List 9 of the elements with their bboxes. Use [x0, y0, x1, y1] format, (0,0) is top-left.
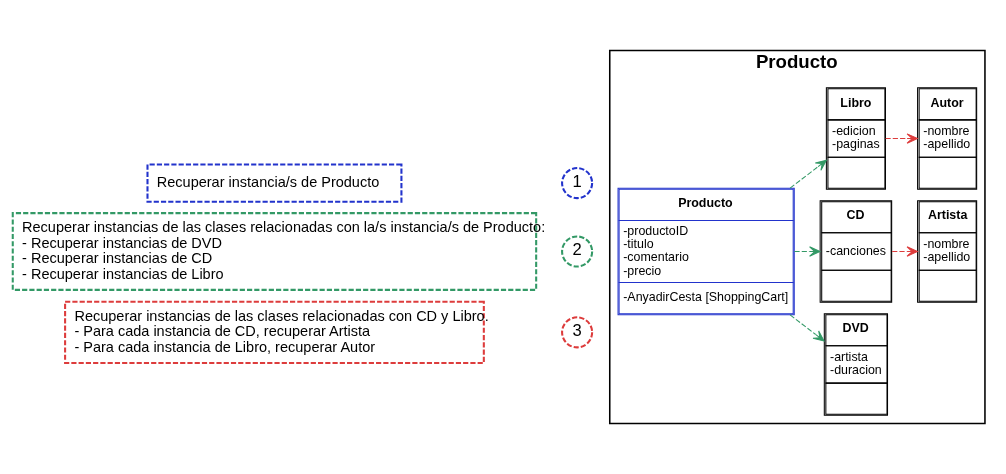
arrow: [793, 246, 821, 257]
arrow: [789, 159, 827, 189]
node-circle: 2: [561, 235, 594, 268]
node-circle: 1: [561, 167, 594, 200]
node-circle: 3: [561, 316, 594, 349]
arrow: [885, 133, 918, 144]
arrow: [891, 246, 918, 257]
node-box: Recuperar instancia/s de Producto: [146, 163, 403, 203]
arrow: [789, 314, 825, 342]
